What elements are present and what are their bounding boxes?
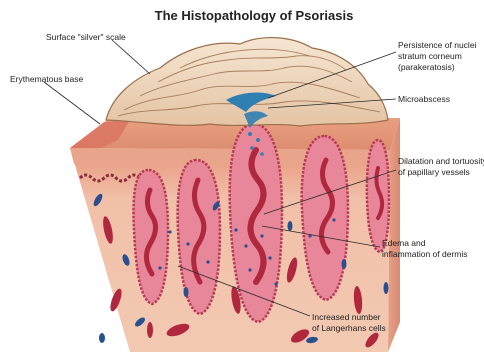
label-langerhans: Increased number of Langerhans cells <box>312 312 386 333</box>
label-erythematous-base: Erythematous base <box>10 74 84 84</box>
label-parakeratosis: Persistence of nuclei stratum corneum (p… <box>398 40 479 72</box>
label-papillary-vessels: Dilatation and tortuosity of papillary v… <box>398 156 484 177</box>
diagram-title: The Histopathology of Psoriasis <box>155 8 354 23</box>
label-edema: Edema and inflammation of dermis <box>382 238 468 259</box>
label-microabscess: Microabscess <box>398 94 450 104</box>
label-silver-scale: Surface "silver" scale <box>46 32 126 42</box>
